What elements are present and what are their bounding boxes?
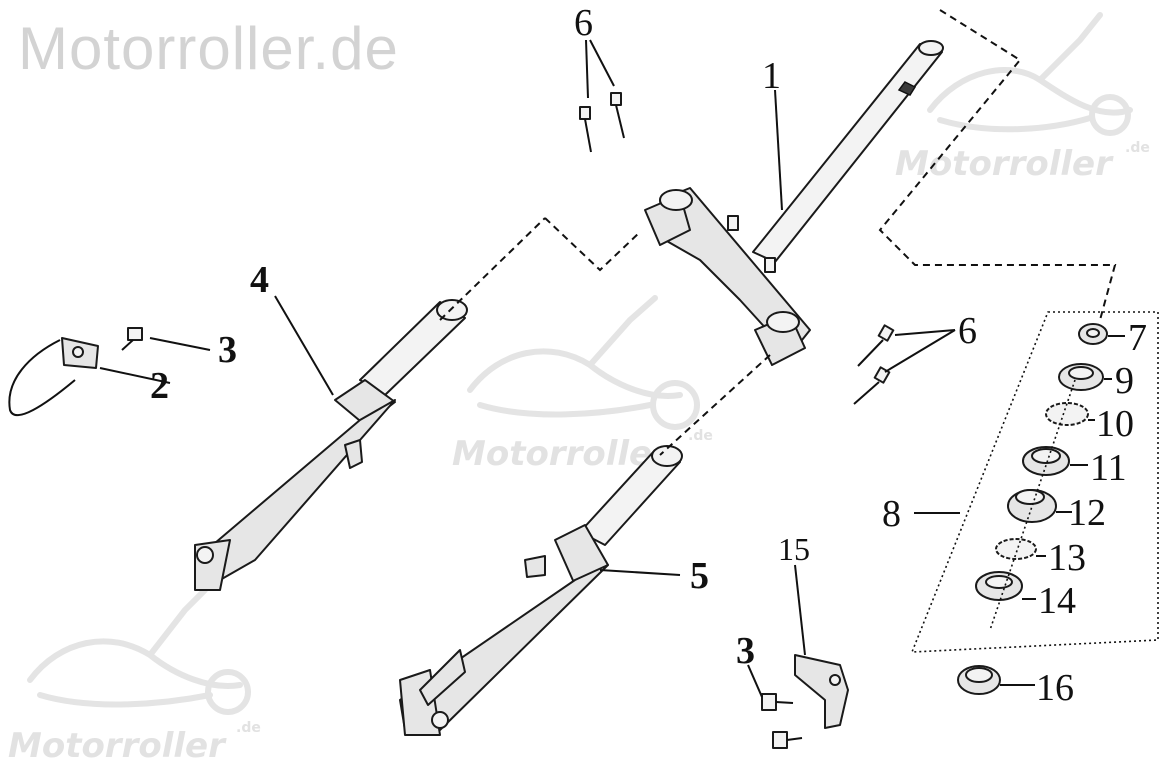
watermark-text: Motorroller [452, 434, 671, 474]
cable-guide-bracket [8, 337, 99, 417]
assembly-line-crown [544, 217, 641, 272]
bearing-cup-upper [1022, 446, 1070, 476]
bolt-top-right [610, 92, 625, 139]
callout-12: 12 [1068, 492, 1106, 534]
assembly-line-bearings [989, 379, 1076, 631]
callout-9: 9 [1115, 360, 1134, 402]
watermark-bottom-left: Motorroller .de [8, 587, 261, 766]
fork-leg-left [194, 299, 468, 591]
callout-6-right: 6 [958, 310, 977, 352]
assembly-line-left-leg [439, 217, 546, 321]
callout-7: 7 [1128, 317, 1147, 359]
bearing-nut [1078, 323, 1108, 345]
ball-race-lower [995, 538, 1037, 560]
screw-lower [761, 693, 803, 749]
callout-labels: 1 2 3 3 4 5 6 6 7 8 9 10 11 12 13 14 15 … [150, 2, 1147, 709]
watermark-top-right: Motorroller .de [895, 12, 1150, 184]
brake-hose-bracket [794, 654, 849, 729]
fork-leg-right [399, 445, 683, 736]
bearing-cup-lower [1007, 489, 1057, 523]
watermark-suffix: .de [688, 428, 713, 444]
callout-3-left: 3 [218, 329, 237, 371]
ball-race-top [1045, 402, 1089, 426]
fork-crown [644, 187, 811, 366]
callout-11: 11 [1090, 447, 1127, 489]
bolt-right-upper [857, 324, 895, 367]
callout-13: 13 [1048, 537, 1086, 579]
callout-6-top: 6 [574, 2, 593, 44]
callout-14: 14 [1038, 580, 1076, 622]
callout-4: 4 [250, 259, 269, 301]
callout-3-lower: 3 [736, 630, 755, 672]
leader-lines [99, 39, 1125, 698]
watermark-text: Motorroller [8, 726, 227, 766]
callout-5: 5 [690, 555, 709, 597]
brand-title: Motorroller.de [18, 15, 399, 82]
callout-15: 15 [778, 531, 810, 567]
bolt-right-lower [853, 366, 891, 405]
callout-2: 2 [150, 365, 169, 407]
bearing-cone-top [1058, 363, 1104, 391]
callout-8: 8 [882, 493, 901, 535]
callout-10: 10 [1096, 403, 1134, 445]
bearing-kit-box [910, 311, 1159, 653]
bolt-top-left [579, 106, 592, 153]
steering-stem [752, 40, 944, 263]
watermark-text: Motorroller [895, 144, 1114, 184]
watermark-suffix: .de [1125, 140, 1150, 156]
bearing-cone-lower [975, 571, 1023, 601]
dust-seal [957, 665, 1001, 695]
screw-left [121, 327, 143, 351]
callout-1: 1 [762, 55, 781, 97]
watermark-center: Motorroller .de [452, 295, 713, 474]
assembly-line-right-leg [659, 354, 771, 456]
assembly-line-stem [878, 9, 1117, 321]
watermark-suffix: .de [236, 720, 261, 736]
callout-16: 16 [1036, 667, 1074, 709]
